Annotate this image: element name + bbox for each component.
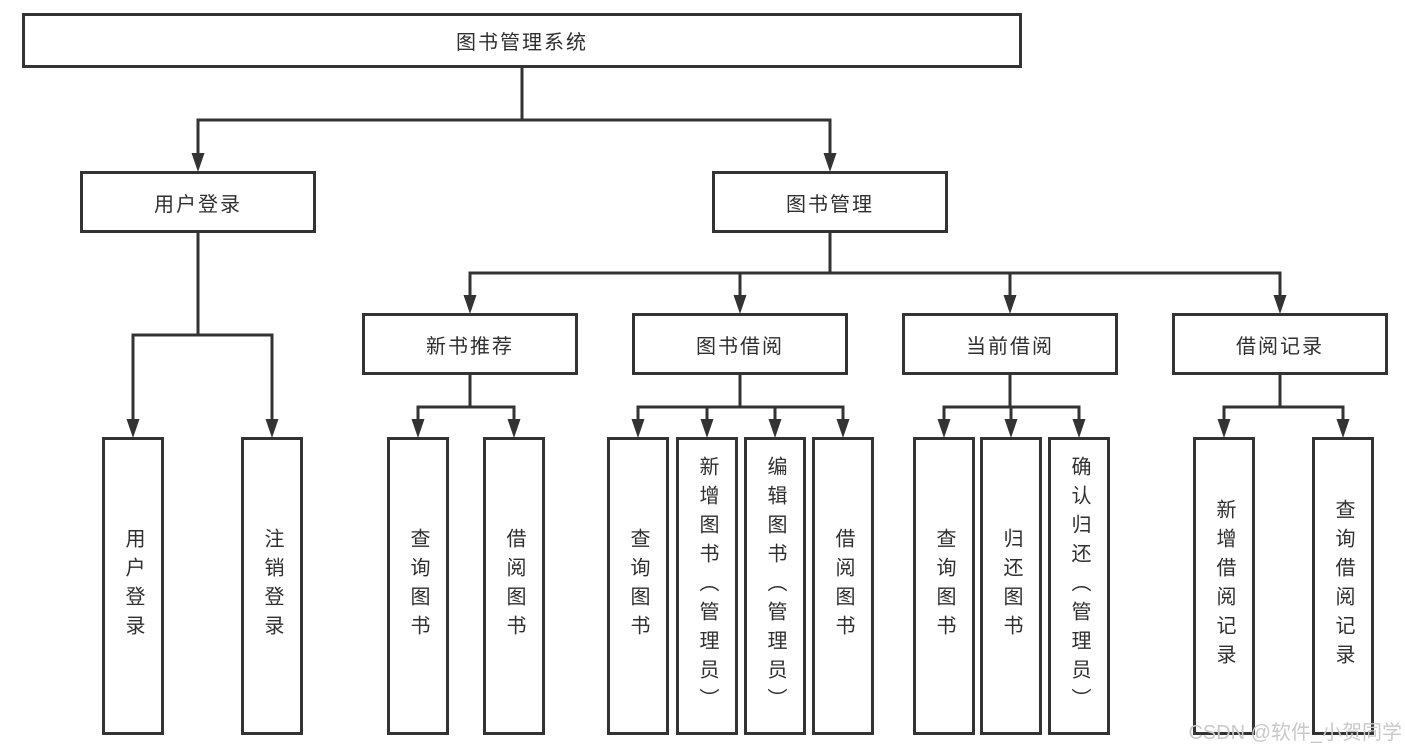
node-book-borrowing: 图书借阅 xyxy=(632,313,848,375)
leaf-borrow-edit-book-admin: 编辑图书（管理员） xyxy=(744,437,806,735)
leaf-records-query-record-label: 查询借阅记录 xyxy=(1332,499,1354,673)
leaf-records-add-record: 新增借阅记录 xyxy=(1193,437,1255,735)
connector-current-borrowing xyxy=(937,373,1086,438)
connector-book-borrowing xyxy=(631,373,850,438)
leaf-current-query-book: 查询图书 xyxy=(913,437,975,735)
leaf-current-confirm-return-admin-label: 确认归还（管理员） xyxy=(1068,455,1090,717)
leaf-current-return-book-label: 归还图书 xyxy=(1000,528,1022,644)
node-borrowing-records: 借阅记录 xyxy=(1172,313,1388,375)
leaf-logout: 注销登录 xyxy=(241,437,303,735)
connector-new-book-recommend xyxy=(411,373,521,438)
node-book-borrowing-label: 图书借阅 xyxy=(696,335,784,358)
leaf-current-return-book: 归还图书 xyxy=(980,437,1042,735)
node-root-label: 图书管理系统 xyxy=(456,32,588,54)
node-root-system: 图书管理系统 xyxy=(22,13,1022,68)
leaf-current-query-book-label: 查询图书 xyxy=(933,528,955,644)
leaf-borrow-add-book-admin-label: 新增图书（管理员） xyxy=(696,455,718,717)
connector-user-login xyxy=(126,231,279,438)
watermark: CSDN @软件_小贺同学 xyxy=(1188,722,1402,744)
leaf-current-confirm-return-admin: 确认归还（管理员） xyxy=(1048,437,1110,735)
node-new-book-recommend-label: 新书推荐 xyxy=(426,335,514,358)
node-new-book-recommend: 新书推荐 xyxy=(362,313,578,375)
node-user-login: 用户登录 xyxy=(80,171,316,233)
leaf-recommend-borrow-book-label: 借阅图书 xyxy=(503,528,525,644)
connector-root xyxy=(191,66,837,172)
leaf-records-query-record: 查询借阅记录 xyxy=(1312,437,1374,735)
leaf-recommend-query-book: 查询图书 xyxy=(387,437,449,735)
node-current-borrowing-label: 当前借阅 xyxy=(966,335,1054,358)
node-borrowing-records-label: 借阅记录 xyxy=(1236,335,1324,358)
leaf-borrow-borrow-book: 借阅图书 xyxy=(812,437,874,735)
leaf-user-login-label: 用户登录 xyxy=(122,528,144,644)
leaf-borrow-query-book-label: 查询图书 xyxy=(627,528,649,644)
leaf-borrow-borrow-book-label: 借阅图书 xyxy=(832,528,854,644)
leaf-user-login: 用户登录 xyxy=(102,437,164,735)
leaf-borrow-query-book: 查询图书 xyxy=(607,437,669,735)
leaf-records-add-record-label: 新增借阅记录 xyxy=(1213,499,1235,673)
leaf-recommend-borrow-book: 借阅图书 xyxy=(483,437,545,735)
leaf-logout-label: 注销登录 xyxy=(261,528,283,644)
node-book-management-label: 图书管理 xyxy=(786,193,874,216)
leaf-borrow-edit-book-admin-label: 编辑图书（管理员） xyxy=(764,455,786,717)
connector-borrowing-records xyxy=(1217,373,1350,438)
node-book-management: 图书管理 xyxy=(712,171,948,233)
node-user-login-label: 用户登录 xyxy=(154,193,242,216)
connector-book-management xyxy=(463,231,1287,314)
leaf-recommend-query-book-label: 查询图书 xyxy=(407,528,429,644)
node-current-borrowing: 当前借阅 xyxy=(902,313,1118,375)
leaf-borrow-add-book-admin: 新增图书（管理员） xyxy=(676,437,738,735)
